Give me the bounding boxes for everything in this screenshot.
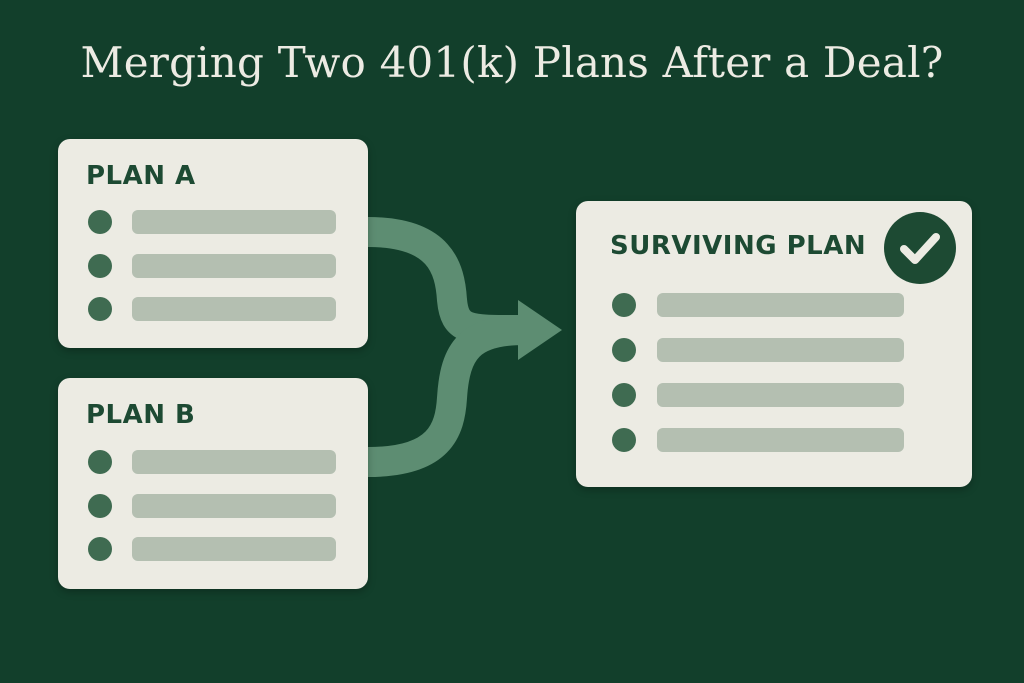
bullet-dot [88, 297, 112, 321]
surviving-plan-card: SURVIVING PLAN [576, 201, 972, 487]
checkmark-glyph [900, 233, 940, 264]
placeholder-bar [132, 450, 336, 474]
plan-b-list-item [88, 450, 338, 474]
placeholder-bar [132, 297, 336, 321]
bullet-dot [612, 338, 636, 362]
placeholder-bar [132, 537, 336, 561]
plan-a-list-item [88, 254, 338, 278]
plan-a-card: PLAN A [58, 139, 368, 348]
surviving-plan-list-item [612, 428, 942, 452]
bullet-dot [88, 254, 112, 278]
bullet-dot [612, 383, 636, 407]
bullet-dot [612, 428, 636, 452]
surviving-plan-list-item [612, 383, 942, 407]
checkmark-icon [884, 212, 956, 284]
connector-plan-b [367, 315, 526, 477]
placeholder-bar [657, 428, 904, 452]
plan-b-list-item [88, 537, 338, 561]
bullet-dot [88, 210, 112, 234]
bullet-dot [612, 293, 636, 317]
plan-a-title: PLAN A [86, 161, 196, 191]
plan-b-card: PLAN B [58, 378, 368, 589]
placeholder-bar [657, 293, 904, 317]
surviving-plan-list-item [612, 338, 942, 362]
surviving-plan-title: SURVIVING PLAN [610, 231, 867, 261]
connector-plan-a [367, 217, 526, 346]
bullet-dot [88, 450, 112, 474]
surviving-plan-list-item [612, 293, 942, 317]
diagram-title: Merging Two 401(k) Plans After a Deal? [80, 38, 944, 87]
bullet-dot [88, 494, 112, 518]
plan-b-list-item [88, 494, 338, 518]
plan-b-title: PLAN B [86, 400, 196, 430]
placeholder-bar [657, 338, 904, 362]
bullet-dot [88, 537, 112, 561]
plan-a-list-item [88, 297, 338, 321]
placeholder-bar [657, 383, 904, 407]
placeholder-bar [132, 254, 336, 278]
merge-arrowhead [518, 300, 562, 360]
plan-a-list-item [88, 210, 338, 234]
placeholder-bar [132, 494, 336, 518]
placeholder-bar [132, 210, 336, 234]
